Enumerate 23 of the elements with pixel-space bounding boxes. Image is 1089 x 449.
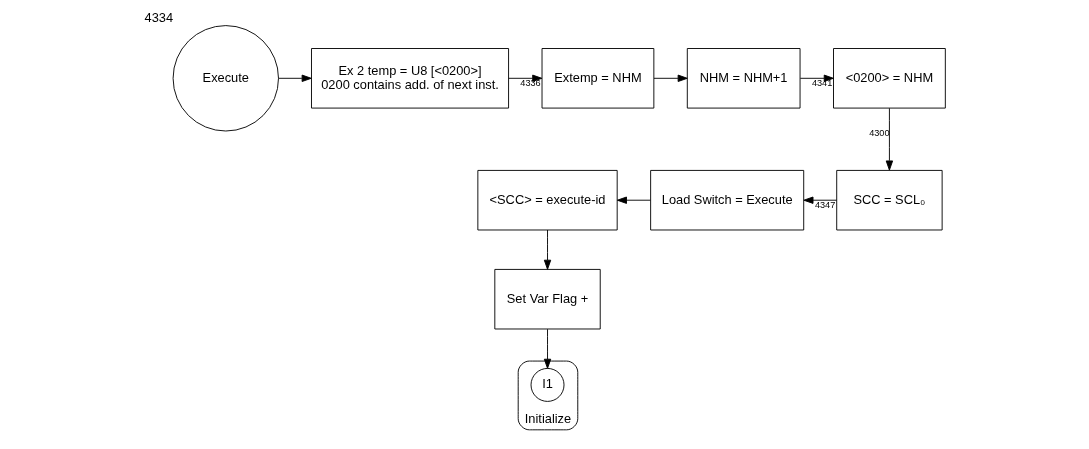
node-circle: I1: [530, 367, 564, 402]
edge-label: 4336: [519, 77, 541, 88]
node-box: NHM = NHM+1: [686, 48, 800, 109]
arrow: [802, 196, 837, 204]
node-box: <0200> = NHM: [832, 48, 946, 109]
node-circle: Execute: [172, 25, 279, 132]
arrow: [507, 74, 542, 82]
node-box: SCC = SCL₀: [835, 169, 943, 231]
node-box: <SCC> = execute-id: [476, 169, 618, 231]
edge-label: 4341: [811, 77, 832, 88]
edge-label: 4347: [814, 199, 835, 210]
arrow: [616, 196, 651, 204]
arrow: [653, 74, 688, 82]
node-box: Set Var Flag +: [493, 268, 601, 330]
node-box: Extemp = NHM: [541, 48, 654, 109]
arrow: [885, 107, 893, 171]
node-label: 4334: [144, 10, 173, 26]
arrow: [543, 328, 551, 369]
arrow: [277, 74, 312, 82]
arrow: [799, 74, 834, 82]
node-box: Ex 2 temp = U8 [<0200>] 0200 contains add. of next inst.: [310, 48, 509, 109]
arrow: [543, 229, 551, 270]
node-box: Load Switch = Execute: [649, 169, 804, 231]
